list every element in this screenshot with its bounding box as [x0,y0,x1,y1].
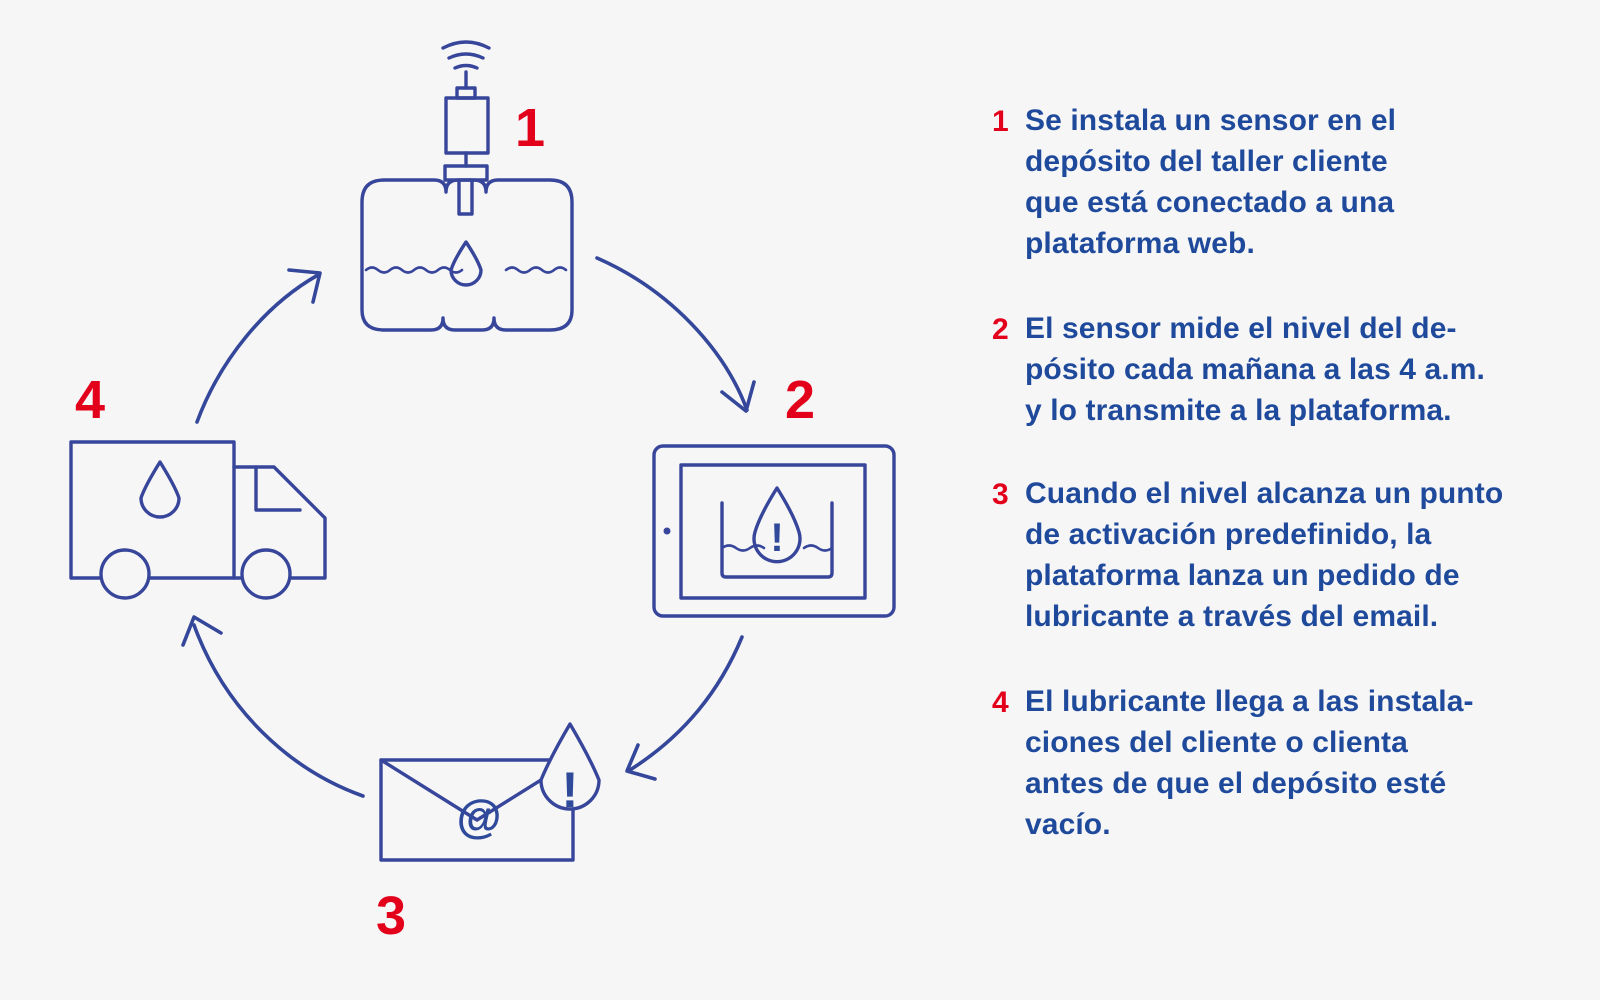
truck-icon [69,440,327,600]
step-number-1: 1 [515,98,545,158]
email-icon: @ ! [379,722,601,862]
step-item-text: Se instala un sensor en el depósito del … [1025,104,1397,260]
arrow-2-to-3 [625,635,744,781]
tablet-icon: ! [652,444,896,618]
step-item-text: El lubricante llega a las instala- cione… [1025,685,1474,841]
arrow-4-to-1 [195,268,322,424]
step-item-number: 1 [992,105,1009,138]
step-item-number: 2 [992,313,1009,346]
arrow-3-to-4 [181,615,365,798]
cycle-diagram: ! @ ! 1 2 3 4 [69,40,896,946]
step-item-number: 4 [992,686,1009,719]
step-number-3: 3 [376,886,406,946]
arrow-1-to-2 [595,256,756,413]
step-item-text: El sensor mide el nivel del de- pósito c… [1025,312,1485,427]
alert-glyph: ! [770,516,783,560]
step-number-4: 4 [75,370,105,430]
step-item-text: Cuando el nivel alcanza un punto de acti… [1025,477,1504,633]
tank-sensor-icon [360,40,574,332]
wifi-signal-icon [441,40,491,90]
alert-glyph-email: ! [562,762,579,818]
step-number-2: 2 [785,370,815,430]
at-glyph: @ [457,790,502,842]
step-item-number: 3 [992,478,1009,511]
